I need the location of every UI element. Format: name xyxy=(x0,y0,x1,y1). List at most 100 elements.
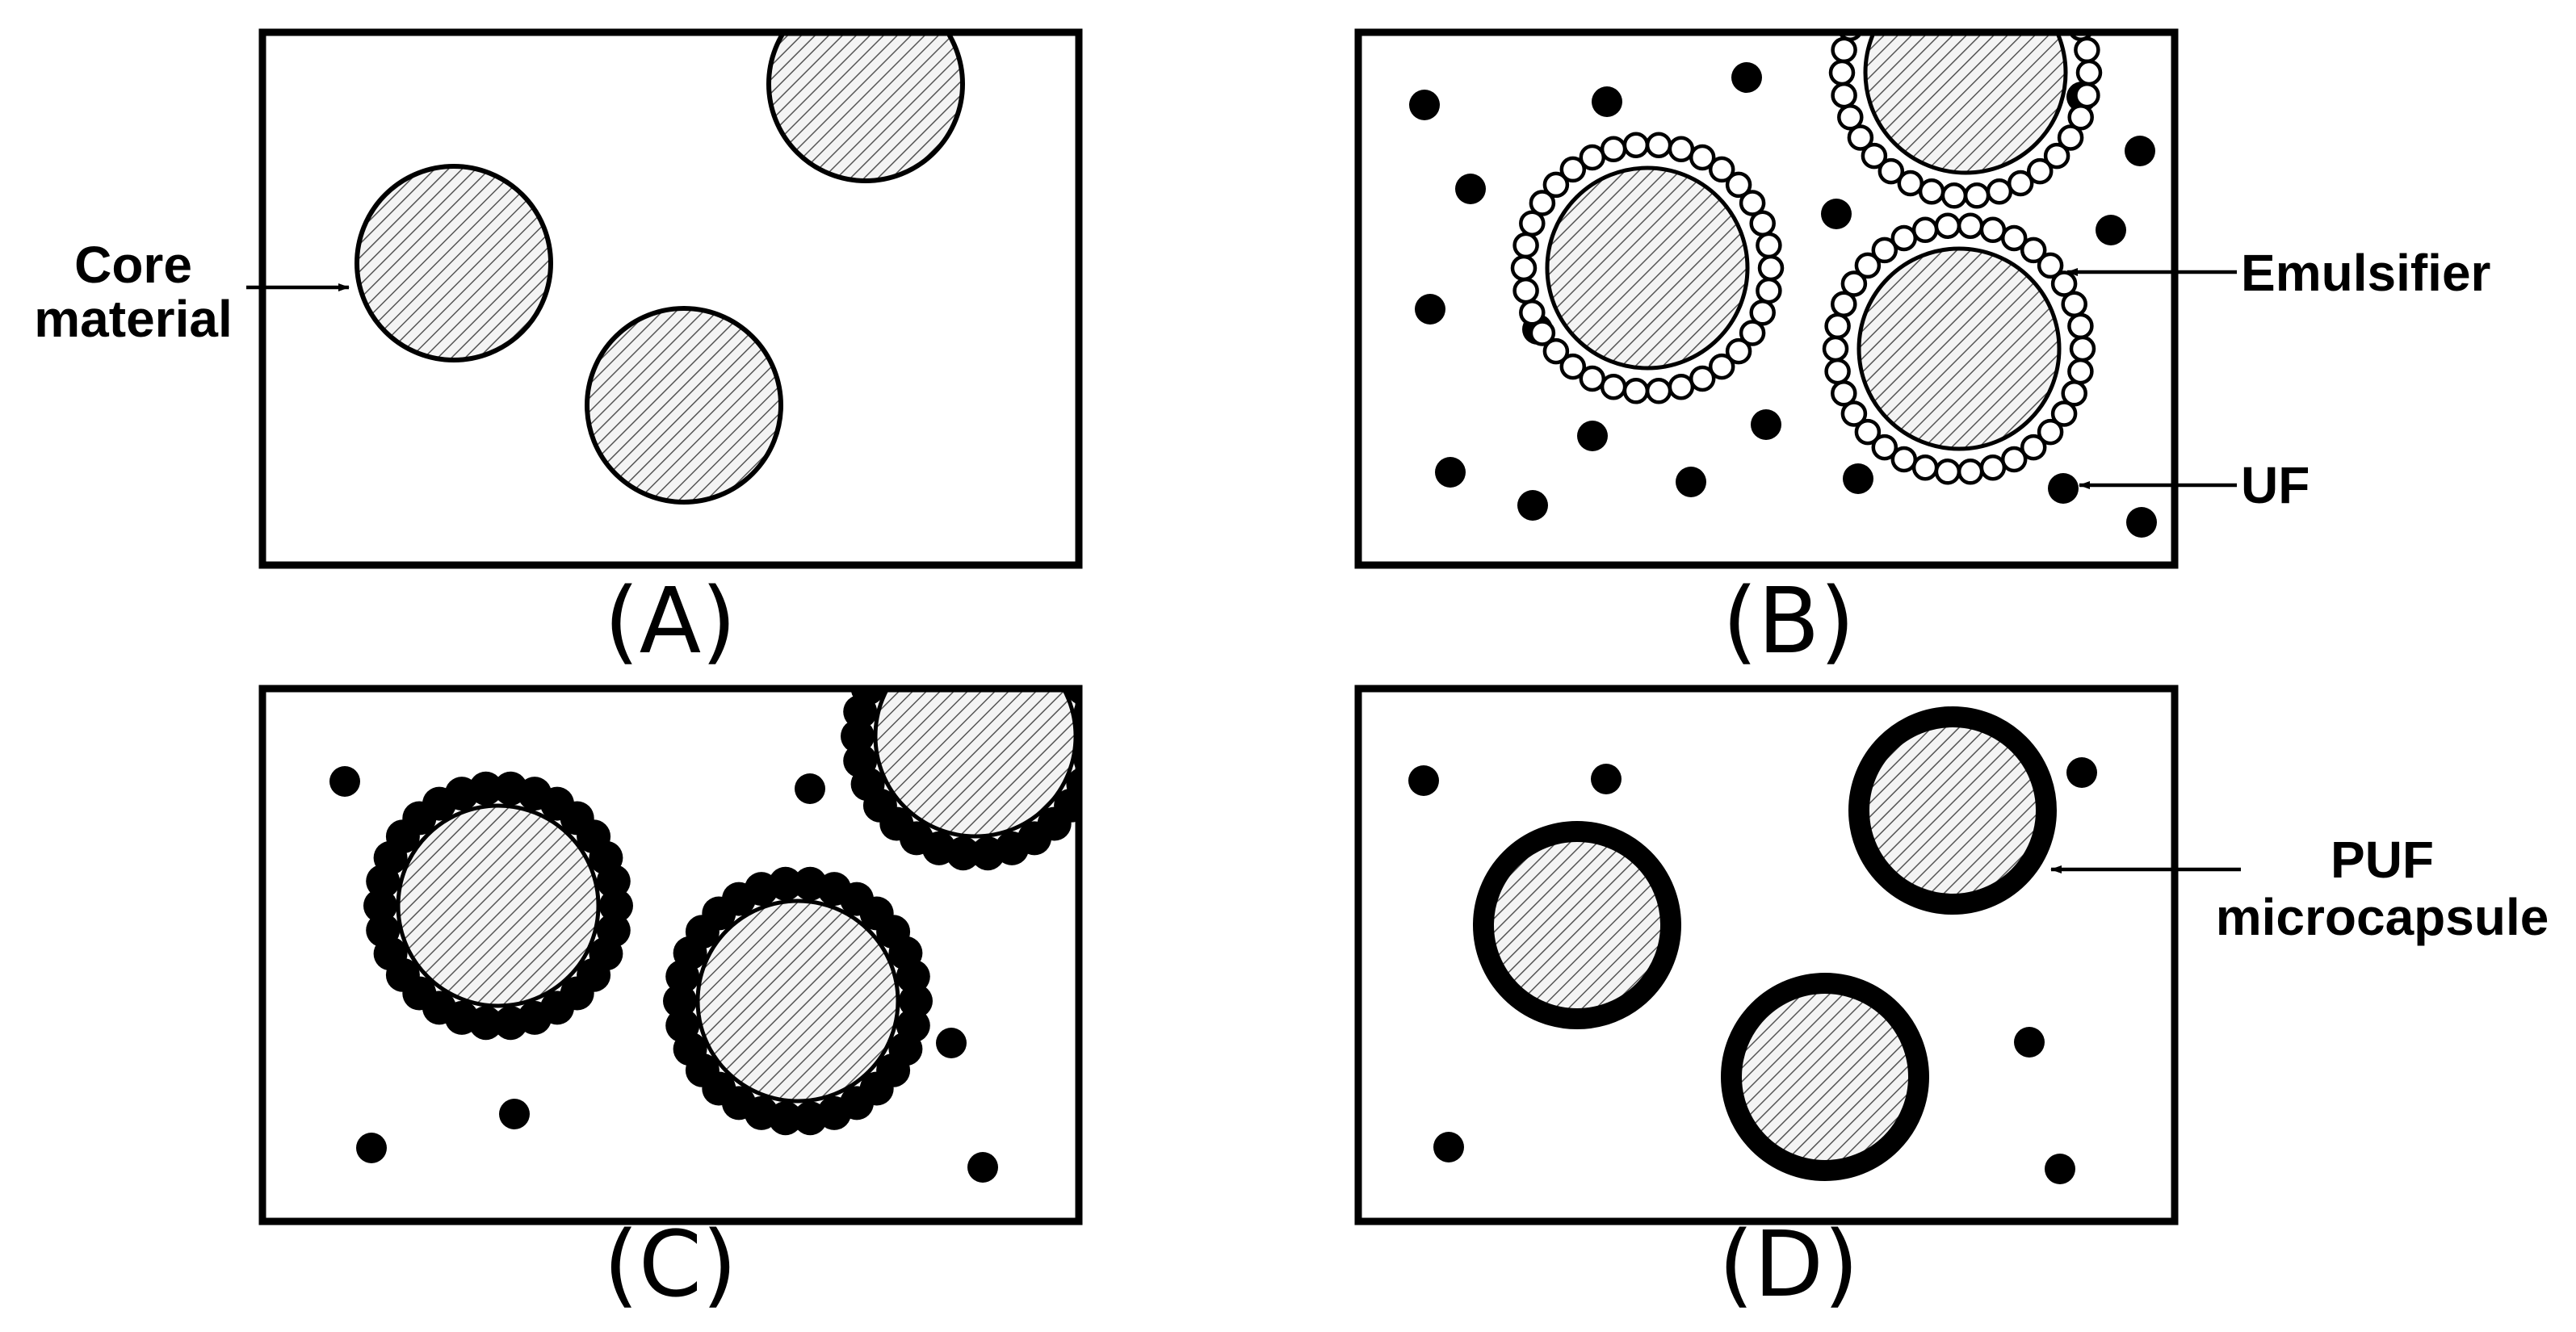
emulsifier-molecule xyxy=(1749,210,1776,237)
emulsifier-molecule xyxy=(1831,82,1857,109)
emulsifier-molecule xyxy=(1918,178,1945,205)
emulsifier-molecule xyxy=(1689,365,1716,392)
core-material-label-line-1: Core xyxy=(74,236,192,294)
uf-bead xyxy=(663,984,697,1018)
emulsifier-molecule xyxy=(1529,320,1556,346)
uf-bead xyxy=(793,1101,828,1136)
emulsifier-molecule xyxy=(1749,299,1776,326)
puf-microcapsule-label-line-1: PUF xyxy=(2331,831,2434,889)
emulsifier-molecule xyxy=(1911,454,1939,481)
emulsifier-molecule xyxy=(1756,277,1782,304)
uf-bead xyxy=(468,771,503,806)
uf-particle xyxy=(499,1099,530,1129)
emulsifier-molecule xyxy=(1579,365,1606,392)
uf-particle xyxy=(2048,473,2079,504)
panel-d-frame xyxy=(1354,685,2179,1225)
uf-bead xyxy=(899,984,933,1018)
emulsifier-molecule xyxy=(1979,216,2007,244)
emulsifier-molecule xyxy=(1831,36,1857,64)
emulsifier-molecule xyxy=(1668,136,1695,163)
emulsifier-molecule xyxy=(1831,291,1857,317)
emulsifier-molecule xyxy=(1890,224,1918,252)
emulsifier-molecule xyxy=(2059,0,2082,19)
uf-particle xyxy=(1592,86,1622,117)
puf-microcapsule-label-line-2: microcapsule xyxy=(2216,888,2549,946)
uf-particle xyxy=(1751,409,1781,440)
uf-bead xyxy=(768,866,803,901)
core-droplet xyxy=(396,803,601,1008)
emulsifier-molecule xyxy=(1559,353,1587,380)
emulsifier-molecule xyxy=(2043,142,2070,170)
uf-bead xyxy=(900,618,933,651)
uf-particle xyxy=(2096,215,2126,245)
emulsifier-molecule xyxy=(2067,358,2094,385)
emulsifier-molecule xyxy=(1979,454,2007,481)
uf-particle xyxy=(936,1028,967,1058)
emulsifier-molecule xyxy=(1519,299,1546,326)
emulsifier-molecule xyxy=(1510,254,1538,282)
emulsifier-molecule xyxy=(1559,156,1587,183)
emulsifier-molecule xyxy=(1529,190,1556,216)
emulsifier-molecule xyxy=(2074,36,2100,64)
emulsifier-molecule xyxy=(1739,190,1766,216)
emulsifier-molecule xyxy=(1519,210,1546,237)
emulsifier-molecule xyxy=(2074,82,2100,109)
emulsifier-molecule xyxy=(2037,252,2064,279)
panel-b: (B) Emulsifier UF xyxy=(1354,0,2490,674)
emulsifier-molecule xyxy=(1831,380,1857,407)
uf-particle xyxy=(1517,490,1548,521)
uf-particle xyxy=(1455,174,1486,204)
panel-a-frame xyxy=(258,28,1083,569)
uf-bead xyxy=(971,836,1005,871)
uf-bead xyxy=(841,719,875,753)
emulsifier-molecule xyxy=(1934,212,1961,239)
emulsifier-molecule xyxy=(1512,232,1539,259)
emulsifier-molecule xyxy=(1824,358,1851,385)
emulsifier-molecule xyxy=(1645,378,1672,404)
emulsifier-molecule xyxy=(1600,136,1627,163)
uf-particle xyxy=(2125,136,2155,166)
uf-particle xyxy=(329,766,360,797)
uf-particle xyxy=(2045,1154,2075,1184)
core-droplet xyxy=(766,32,965,183)
emulsifier-molecule xyxy=(1757,254,1785,282)
emulsifier-molecule xyxy=(1854,252,1882,279)
core-droplet xyxy=(1856,246,2062,451)
emulsifier-molecule xyxy=(1847,124,1874,151)
emulsifier-molecule xyxy=(1739,320,1766,346)
core-material-label-line-2: material xyxy=(34,290,232,348)
emulsifier-molecule xyxy=(2067,312,2094,340)
panel-label-b: (B) xyxy=(1722,569,1855,674)
uf-particle xyxy=(356,1133,387,1163)
uf-particles xyxy=(329,766,998,1183)
uf-bead xyxy=(971,602,1005,636)
panel-a: (A) Core material xyxy=(34,28,1083,674)
uf-particle xyxy=(967,1152,998,1183)
emulsifier-molecule xyxy=(1911,216,1939,244)
emulsifier-molecule xyxy=(1689,144,1716,171)
emulsifier-molecule xyxy=(2061,380,2087,407)
panel-b-frame xyxy=(1354,28,2179,569)
uf-bead xyxy=(1017,618,1051,651)
uf-adsorbed-shells xyxy=(363,602,1079,1136)
emulsifier-molecule xyxy=(1708,156,1735,183)
emulsifier-molecule xyxy=(1828,59,1856,86)
emulsifier-molecule xyxy=(1861,142,1888,170)
emulsifier-shells xyxy=(1510,0,2103,485)
core-droplet xyxy=(1863,32,2068,175)
uf-particle xyxy=(1676,467,1706,497)
emulsifier-molecule xyxy=(1840,400,1868,427)
uf-particle xyxy=(1408,765,1439,796)
emulsifier-molecule xyxy=(2075,59,2103,86)
uf-bead xyxy=(922,607,956,641)
uf-bead xyxy=(363,889,397,923)
emulsifier-molecule xyxy=(1668,373,1695,400)
core-droplet xyxy=(585,306,783,505)
emulsifier-molecule xyxy=(2037,418,2064,446)
uf-particle xyxy=(1415,294,1445,325)
emulsifier-molecule xyxy=(2057,124,2084,151)
emulsifier-label: Emulsifier xyxy=(2241,244,2490,302)
emulsifier-molecule xyxy=(1708,353,1735,380)
emulsifier-molecule xyxy=(1986,178,2013,205)
puf-microcapsule xyxy=(1473,821,1681,1029)
